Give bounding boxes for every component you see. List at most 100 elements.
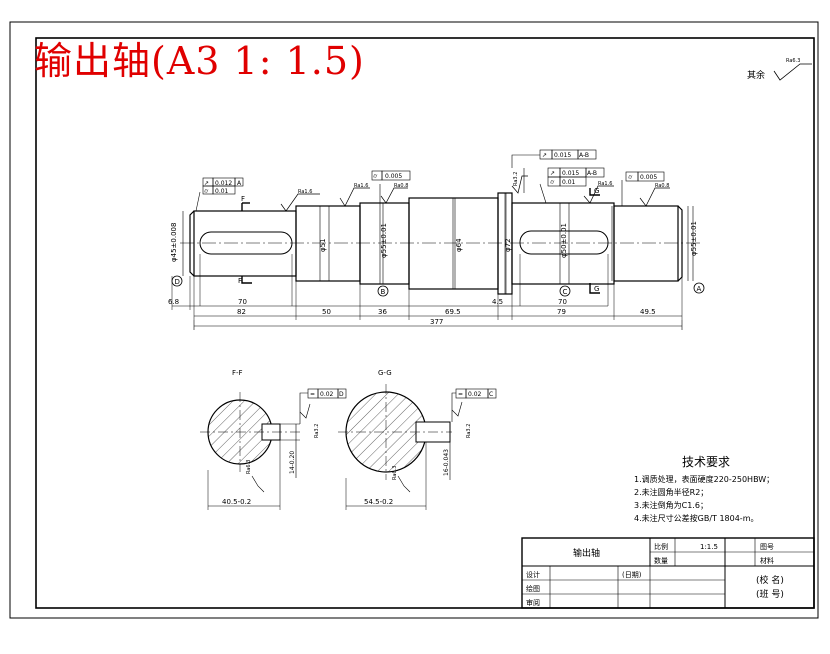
svg-text:Ra3.2: Ra3.2 <box>466 424 472 438</box>
svg-text:=: = <box>310 391 315 398</box>
svg-text:16-0.043: 16-0.043 <box>443 449 450 476</box>
svg-text:F: F <box>238 277 242 285</box>
svg-text:图号: 图号 <box>760 543 774 551</box>
technical-requirements: 技术要求 1.调质处理，表面硬度220-250HBW； 2.未注圆角半径R2； … <box>634 455 774 523</box>
svg-text:材料: 材料 <box>760 556 774 565</box>
section-gg: G-G 54.5-0.2 16-0.043 = 0.02 C Ra3.2 Ra6… <box>338 369 497 510</box>
svg-text:54.5-0.2: 54.5-0.2 <box>364 498 393 506</box>
svg-text:3.未注倒角为C1.6；: 3.未注倒角为C1.6； <box>634 500 708 510</box>
svg-text:输出轴: 输出轴 <box>573 547 600 559</box>
svg-text:绘图: 绘图 <box>526 584 540 593</box>
svg-text:⌭: ⌭ <box>204 188 209 195</box>
svg-text:=: = <box>458 391 463 398</box>
tol-frame-4: ↗ 0.015 A-B ⌭ 0.01 <box>547 167 605 187</box>
svg-text:设计: 设计 <box>526 570 540 579</box>
svg-text:A-B: A-B <box>579 152 589 159</box>
svg-text:↗: ↗ <box>542 152 547 159</box>
svg-text:D: D <box>175 278 180 286</box>
svg-text:⌭: ⌭ <box>373 173 378 180</box>
svg-text:G: G <box>594 187 599 195</box>
svg-text:⌭: ⌭ <box>550 179 555 186</box>
svg-text:36: 36 <box>378 308 387 316</box>
svg-text:数量: 数量 <box>654 556 668 565</box>
svg-text:Ra1.6: Ra1.6 <box>298 189 312 195</box>
svg-text:(校 名): (校 名) <box>756 574 784 586</box>
drawing-title: 输出轴(A3 1: 1.5) <box>34 39 365 83</box>
shaft-labels: φ45±0.008 φ51 φ55±0.01 φ64 φ72 φ50±0.01 … <box>168 172 702 326</box>
svg-text:0.015: 0.015 <box>554 152 571 159</box>
svg-text:φ45±0.008: φ45±0.008 <box>170 223 178 262</box>
svg-text:4.未注尺寸公差按GB/T 1804-m。: 4.未注尺寸公差按GB/T 1804-m。 <box>634 513 758 523</box>
tol-frame-3: ↗ 0.015 A-B <box>511 149 597 168</box>
svg-text:Ra3.2: Ra3.2 <box>314 424 320 438</box>
svg-text:0.01: 0.01 <box>562 179 576 186</box>
svg-text:0.01: 0.01 <box>215 188 229 195</box>
svg-text:4.5: 4.5 <box>492 298 503 306</box>
svg-text:⌭: ⌭ <box>628 174 633 181</box>
surface-note: 其余 Ra6.3 <box>747 58 812 81</box>
svg-text:技术要求: 技术要求 <box>682 455 730 469</box>
svg-text:C: C <box>563 288 568 296</box>
outer-border <box>9 21 819 619</box>
svg-text:6.8: 6.8 <box>168 298 179 306</box>
svg-text:φ55±0.01: φ55±0.01 <box>690 221 698 256</box>
svg-text:审阅: 审阅 <box>526 598 540 607</box>
svg-text:Ra6.3: Ra6.3 <box>246 460 252 474</box>
svg-text:φ50±0.01: φ50±0.01 <box>560 223 568 258</box>
svg-text:50: 50 <box>322 308 331 316</box>
svg-text:Ra6.3: Ra6.3 <box>392 466 398 480</box>
tol-frame-2: ⌭ 0.005 <box>371 170 411 181</box>
svg-text:A-B: A-B <box>587 170 597 177</box>
svg-text:Ra1.6: Ra1.6 <box>598 181 612 187</box>
svg-text:F: F <box>241 195 245 203</box>
section-ff: F-F 40.5-0.2 14-0.20 = 0.02 D Ra3.2 Ra6.… <box>200 369 347 510</box>
tol-frame-5: ⌭ 0.005 <box>625 171 665 182</box>
tol-frame-1: ↗ 0.012 A ⌭ 0.01 <box>202 177 244 195</box>
svg-text:40.5-0.2: 40.5-0.2 <box>222 498 251 506</box>
shaft-view <box>171 168 705 330</box>
svg-text:↗: ↗ <box>550 170 555 177</box>
svg-text:A: A <box>697 285 702 293</box>
title-block-text: 输出轴 比例 1:1.5 数量 图号 材料 设计 (日期) 绘图 审阅 (校 名… <box>526 542 784 607</box>
svg-text:1.调质处理，表面硬度220-250HBW；: 1.调质处理，表面硬度220-250HBW； <box>634 474 774 484</box>
svg-text:70: 70 <box>238 298 247 306</box>
svg-text:(班 号): (班 号) <box>756 588 784 600</box>
inner-border <box>35 37 815 609</box>
svg-text:79: 79 <box>557 308 566 316</box>
svg-text:0.012: 0.012 <box>215 180 232 187</box>
svg-text:G: G <box>594 285 599 293</box>
svg-text:其余: 其余 <box>747 69 765 81</box>
svg-text:0.005: 0.005 <box>385 173 402 180</box>
svg-text:0.02: 0.02 <box>468 391 482 398</box>
svg-text:0.015: 0.015 <box>562 170 579 177</box>
svg-text:C: C <box>489 391 493 398</box>
svg-text:↗: ↗ <box>204 180 209 187</box>
svg-text:B: B <box>381 288 386 296</box>
tolerance-frames: ↗ 0.012 A ⌭ 0.01 ⌭ 0.005 ↗ 0.015 A-B <box>202 149 665 195</box>
svg-text:2.未注圆角半径R2；: 2.未注圆角半径R2； <box>634 487 708 497</box>
svg-text:F-F: F-F <box>232 369 243 377</box>
svg-text:1:1.5: 1:1.5 <box>700 543 718 551</box>
svg-text:49.5: 49.5 <box>640 308 656 316</box>
svg-text:(日期): (日期) <box>622 571 642 579</box>
svg-text:Ra0.8: Ra0.8 <box>394 183 408 189</box>
svg-text:70: 70 <box>558 298 567 306</box>
svg-text:Ra0.8: Ra0.8 <box>655 183 669 189</box>
svg-text:φ55±0.01: φ55±0.01 <box>380 223 388 258</box>
svg-text:D: D <box>339 391 344 398</box>
svg-text:377: 377 <box>430 318 443 326</box>
svg-text:A: A <box>237 180 242 187</box>
svg-text:φ51: φ51 <box>319 238 327 252</box>
svg-text:82: 82 <box>237 308 246 316</box>
svg-text:Ra6.3: Ra6.3 <box>786 58 800 64</box>
svg-text:0.005: 0.005 <box>640 174 657 181</box>
title-block <box>521 537 815 609</box>
svg-text:G-G: G-G <box>378 369 392 377</box>
svg-text:Ra1.6: Ra1.6 <box>354 183 368 189</box>
svg-text:φ72: φ72 <box>504 238 512 252</box>
svg-text:比例: 比例 <box>654 542 668 551</box>
svg-text:69.5: 69.5 <box>445 308 461 316</box>
svg-text:0.02: 0.02 <box>320 391 334 398</box>
svg-text:φ64: φ64 <box>455 238 463 252</box>
